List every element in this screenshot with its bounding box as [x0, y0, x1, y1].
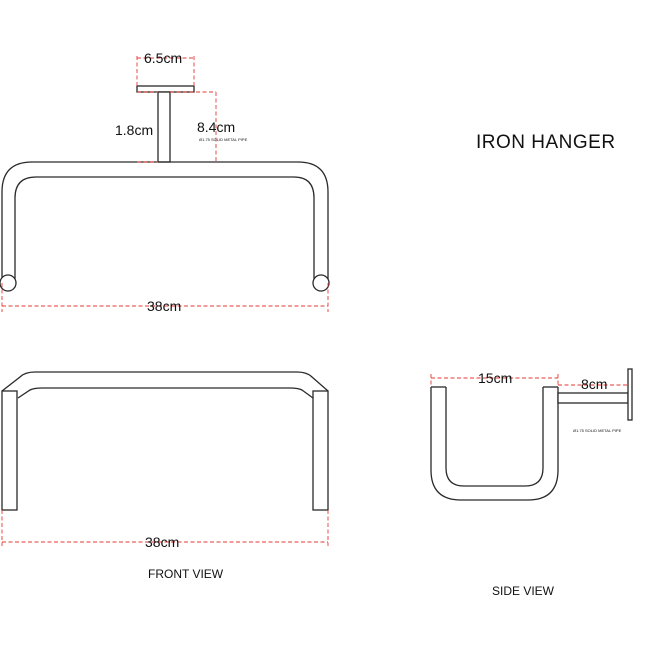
- top-rail-outer: [1, 161, 329, 283]
- top-view: [0, 85, 330, 292]
- side-view-dimensions: 15cm 8cm Ø1.75 SOLID METAL PIPE: [430, 370, 628, 433]
- side-u-outer: [430, 387, 559, 501]
- top-stem: [157, 91, 171, 163]
- total-height-label: 8.4cm: [197, 119, 235, 135]
- pipe-note-top: Ø1.75 SOLID METAL PIPE: [199, 137, 248, 142]
- top-right-end-cap: [312, 274, 330, 292]
- drawing-title: IRON HANGER: [476, 132, 616, 153]
- top-view-dimensions: 6.5cm 1.8cm 8.4cm Ø1.75 SOLID METAL PIPE…: [1, 50, 329, 314]
- stem-height-label: 1.8cm: [115, 122, 153, 138]
- front-rail-outer: [1, 371, 329, 392]
- top-left-end-cap: [0, 274, 17, 292]
- side-depth-label: 15cm: [478, 370, 512, 386]
- front-right-leg: [312, 390, 329, 511]
- front-view: [1, 371, 329, 511]
- side-stem: [557, 392, 629, 404]
- top-width-label: 38cm: [147, 298, 181, 314]
- side-stem-label: 8cm: [581, 376, 607, 392]
- top-flange-plate: [136, 85, 195, 93]
- side-wall-plate: [627, 368, 633, 421]
- front-left-leg: [1, 390, 18, 511]
- front-view-caption: FRONT VIEW: [148, 567, 224, 581]
- pipe-note-side: Ø1.75 SOLID METAL PIPE: [573, 428, 622, 433]
- front-view-dimensions: 38cm: [1, 510, 329, 550]
- side-view-caption: SIDE VIEW: [492, 584, 555, 598]
- top-rail-inner: [14, 176, 315, 283]
- flange-width-label: 6.5cm: [144, 50, 182, 66]
- front-rail-inner: [17, 387, 314, 399]
- side-view: [430, 368, 633, 501]
- side-u-inner: [445, 387, 544, 487]
- front-width-label: 38cm: [145, 534, 179, 550]
